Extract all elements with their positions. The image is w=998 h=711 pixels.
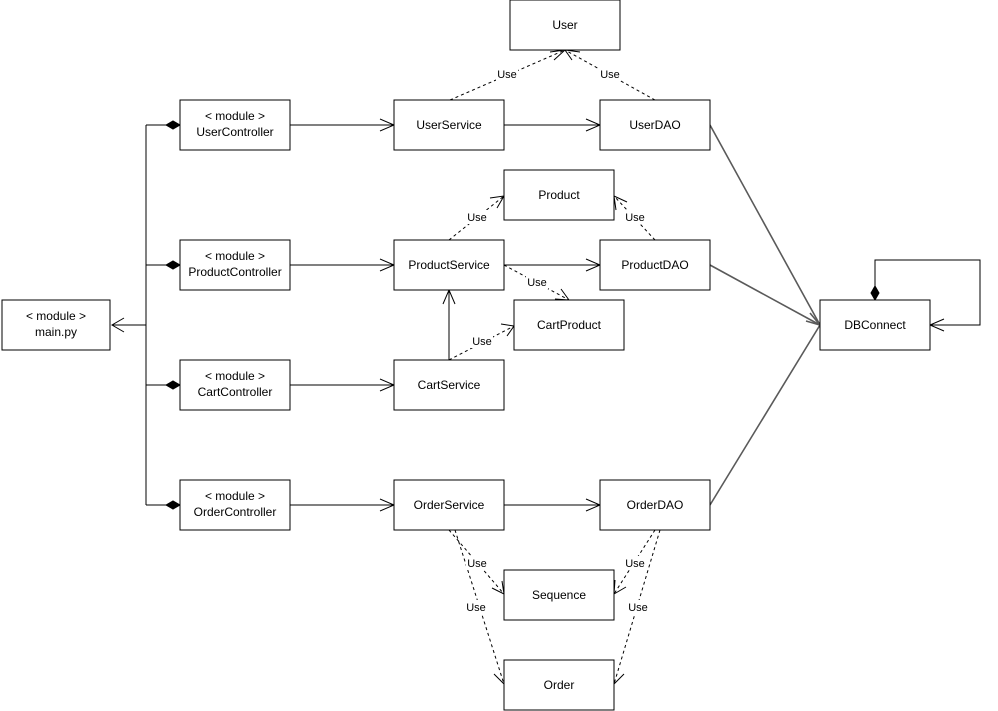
use-head-cart-service bbox=[500, 323, 515, 337]
product-controller-stereotype: < module > bbox=[205, 249, 265, 263]
use-label: Use bbox=[628, 602, 648, 614]
composition-diamond-product-controller bbox=[164, 260, 182, 270]
use-label: Use bbox=[466, 602, 486, 614]
main-module-box[interactable]: < module > main.py bbox=[1, 299, 111, 351]
use-label: Use bbox=[527, 277, 547, 289]
sequence-box[interactable]: Sequence bbox=[503, 569, 615, 621]
composition-diamond-user-controller bbox=[164, 120, 182, 130]
use-head-user-service bbox=[549, 49, 567, 61]
user-dao-box[interactable]: UserDAO bbox=[599, 99, 711, 151]
main-module-name: main.py bbox=[35, 325, 77, 339]
dbconnect-box[interactable]: DBConnect bbox=[819, 299, 931, 351]
order-dao-box[interactable]: OrderDAO bbox=[599, 479, 711, 531]
dbconnect-self-diamond bbox=[870, 284, 880, 302]
use-label: Use bbox=[467, 212, 487, 224]
dbconnect-name: DBConnect bbox=[844, 318, 906, 332]
use-head-user-dao bbox=[563, 49, 581, 61]
product-service-box[interactable]: ProductService bbox=[393, 239, 505, 291]
use-label: Use bbox=[625, 212, 645, 224]
product-controller-name: ProductController bbox=[188, 265, 281, 279]
user-controller-name: UserController bbox=[196, 125, 273, 139]
order-service-box[interactable]: OrderService bbox=[393, 479, 505, 531]
order-controller-stereotype: < module > bbox=[205, 489, 265, 503]
product-dao-name: ProductDAO bbox=[621, 258, 688, 272]
main-module-stereotype: < module > bbox=[26, 309, 86, 323]
use-user-dao-to-user bbox=[564, 49, 656, 101]
order-dao-name: OrderDAO bbox=[627, 498, 684, 512]
cart-service-box[interactable]: CartService bbox=[393, 359, 505, 411]
use-head-order-service-order bbox=[493, 669, 506, 686]
use-label: Use bbox=[625, 558, 645, 570]
product-service-name: ProductService bbox=[408, 258, 490, 272]
sequence-name: Sequence bbox=[532, 588, 586, 602]
user-controller-stereotype: < module > bbox=[205, 109, 265, 123]
user-dao-name: UserDAO bbox=[629, 118, 680, 132]
use-label-group: Use Use Use Use Use Use Use Use Use Use bbox=[465, 67, 649, 614]
main-arrow-head bbox=[111, 317, 125, 333]
order-controller-box[interactable]: < module > OrderController bbox=[179, 479, 291, 531]
cart-controller-box[interactable]: < module > CartController bbox=[179, 359, 291, 411]
product-dao-box[interactable]: ProductDAO bbox=[599, 239, 711, 291]
dbconnect-self-loop bbox=[874, 259, 981, 326]
use-head-cart-product bbox=[554, 288, 571, 301]
user-controller-box[interactable]: < module > UserController bbox=[179, 99, 291, 151]
order-service-name: OrderService bbox=[414, 498, 485, 512]
use-head-order-dao-order bbox=[613, 670, 625, 686]
use-label: Use bbox=[472, 336, 492, 348]
user-dao-to-dbconnect bbox=[709, 124, 821, 326]
user-box[interactable]: User bbox=[509, 0, 621, 51]
cart-controller-name: CartController bbox=[198, 385, 273, 399]
composition-diamond-cart-controller bbox=[164, 380, 182, 390]
use-label: Use bbox=[497, 69, 517, 81]
cart-controller-stereotype: < module > bbox=[205, 369, 265, 383]
product-controller-box[interactable]: < module > ProductController bbox=[179, 239, 291, 291]
user-service-box[interactable]: UserService bbox=[393, 99, 505, 151]
cart-service-name: CartService bbox=[418, 378, 481, 392]
cart-product-box[interactable]: CartProduct bbox=[513, 299, 625, 351]
product-box[interactable]: Product bbox=[503, 169, 615, 221]
use-label: Use bbox=[467, 558, 487, 570]
user-service-name: UserService bbox=[416, 118, 482, 132]
product-dao-to-dbconnect bbox=[709, 264, 821, 326]
cart-product-name: CartProduct bbox=[537, 318, 602, 332]
order-controller-name: OrderController bbox=[194, 505, 277, 519]
order-name: Order bbox=[544, 678, 575, 692]
product-name: Product bbox=[538, 188, 580, 202]
use-head-order-service-sequence bbox=[491, 580, 505, 595]
order-box[interactable]: Order bbox=[503, 659, 615, 711]
order-dao-to-dbconnect bbox=[709, 324, 821, 506]
user-name: User bbox=[552, 18, 577, 32]
use-label: Use bbox=[600, 69, 620, 81]
composition-diamond-order-controller bbox=[164, 500, 182, 510]
